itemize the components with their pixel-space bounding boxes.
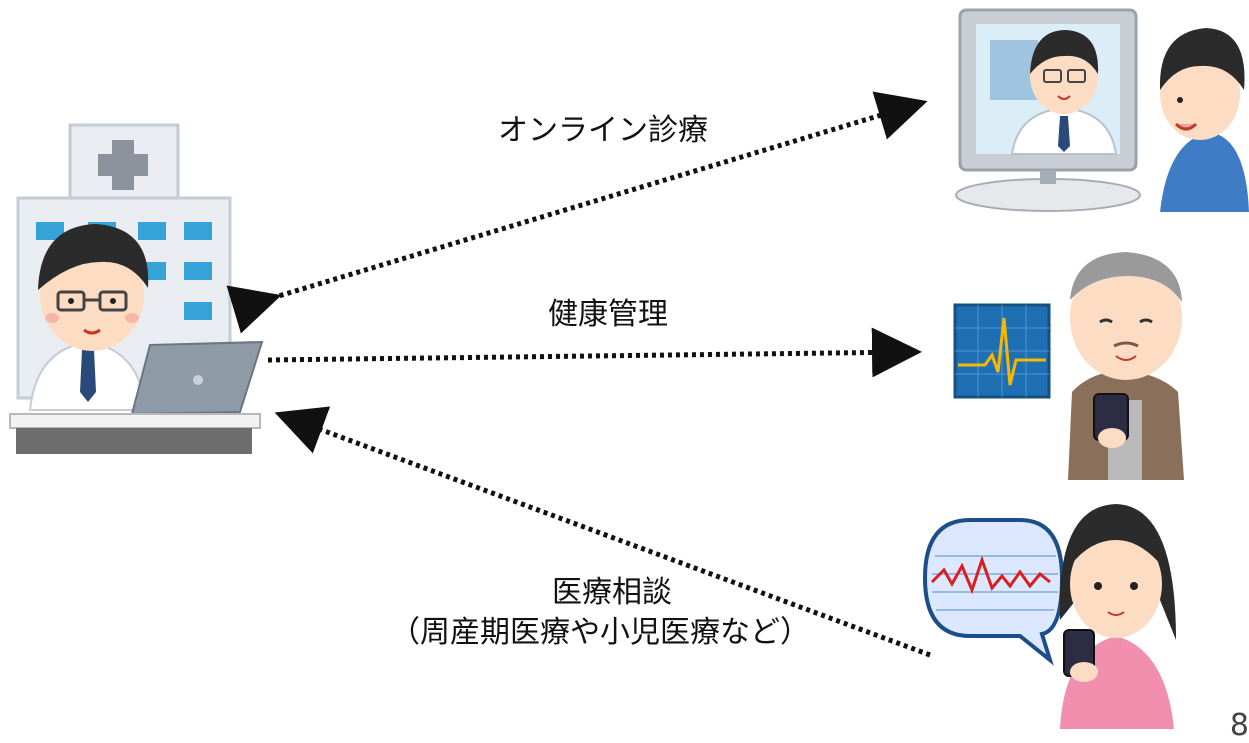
arrow-consult: [274, 406, 931, 658]
connection-arrows: [226, 91, 931, 658]
speech-bubble-icon: [922, 518, 1065, 666]
medical-consultation-illustration: [922, 504, 1176, 729]
label-health-management: 健康管理: [548, 297, 668, 332]
glasses-icon: [56, 290, 128, 312]
hospital-doctor-illustration: [9, 123, 264, 454]
doctor-hair: [38, 224, 149, 290]
label-online-consultation: オンライン診療: [498, 113, 708, 148]
health-management-illustration: [953, 252, 1184, 480]
arrow-online: [226, 91, 928, 334]
ecg-line: [958, 317, 1046, 386]
page-number: 8: [1229, 708, 1249, 743]
tie-icon: [80, 350, 96, 402]
label-medical-consultation: 医療相談: [552, 575, 672, 610]
desk: [9, 413, 261, 429]
patient-man: [1160, 132, 1249, 212]
waveform-line: [930, 555, 1051, 595]
label-consultation-examples: （周産期医療や小児医療など）: [390, 615, 810, 650]
online-consultation-illustration: [955, 8, 1249, 212]
arrow-health: [267, 327, 922, 378]
